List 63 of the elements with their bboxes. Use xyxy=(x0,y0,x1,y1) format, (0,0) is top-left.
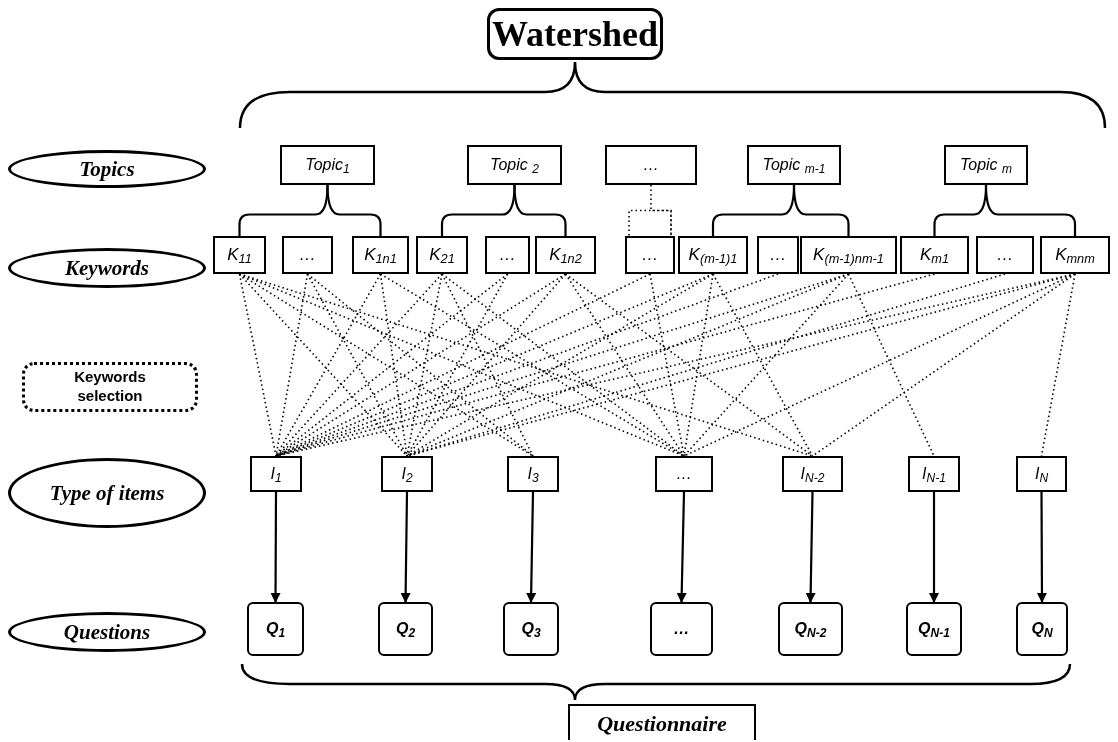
question-box: Q$_{N}$ xyxy=(1016,602,1068,656)
question-box: … xyxy=(650,602,713,656)
keyword-box: … xyxy=(757,236,799,274)
item-box: I$_{2}$ xyxy=(381,456,433,492)
bracket-connector xyxy=(984,185,1077,236)
question-box: Q$_{N-1}$ xyxy=(906,602,962,656)
dotted-connector xyxy=(564,273,814,457)
topic-box: Topic $_{m-1}$ xyxy=(747,145,841,185)
item-box: I$_{1}$ xyxy=(250,456,302,492)
arrow xyxy=(1036,492,1047,603)
category-ellipse: Questions xyxy=(8,612,206,652)
arrow xyxy=(400,492,411,603)
arrow xyxy=(929,492,939,603)
dotted-connector xyxy=(238,273,277,457)
keyword-box: K$_{1n1}$ xyxy=(352,236,409,274)
keyword-box: K$_{m1}$ xyxy=(900,236,969,274)
item-box: I$_{3}$ xyxy=(507,456,559,492)
title-box: Watershed xyxy=(487,8,663,60)
keyword-box: K$_{11}$ xyxy=(213,236,266,274)
keyword-box: … xyxy=(625,236,675,274)
dotted-connector xyxy=(406,273,509,457)
question-box: Q$_{2}$ xyxy=(378,602,433,656)
bracket-connector xyxy=(326,185,382,236)
dotted-connector xyxy=(649,273,685,457)
keyword-box: … xyxy=(282,236,333,274)
dotted-connector xyxy=(379,273,685,457)
dotted-connector xyxy=(441,273,534,457)
bracket-connector xyxy=(513,185,567,236)
item-box: I$_{N}$ xyxy=(1016,456,1067,492)
dotted-connector xyxy=(379,273,408,457)
keyword-box: K$_{1n2}$ xyxy=(535,236,596,274)
question-box: Q$_{1}$ xyxy=(247,602,304,656)
keyword-box: K$_{(m-1)1}$ xyxy=(678,236,748,274)
question-box: Q$_{N-2}$ xyxy=(778,602,843,656)
category-ellipse: Type of items xyxy=(8,458,206,528)
dotted-connector xyxy=(1040,273,1076,457)
dotted-connector xyxy=(275,273,382,457)
item-box: I$_{N-1}$ xyxy=(908,456,960,492)
questionnaire-banner: Questionnaire xyxy=(568,704,756,740)
dotted-connector xyxy=(847,273,935,457)
category-ellipse: Keywords xyxy=(8,248,206,288)
arrow xyxy=(805,492,816,603)
dotted-connector xyxy=(683,273,850,457)
topic-box: Topic $_{2}$ xyxy=(467,145,562,185)
arrow xyxy=(676,491,687,603)
bracket-connector xyxy=(792,185,850,236)
keyword-box: K$_{21}$ xyxy=(416,236,468,274)
item-box: I$_{N-2}$ xyxy=(782,456,843,492)
item-box: … xyxy=(655,456,713,492)
dotted-connector xyxy=(306,273,534,457)
category-box: Keywords selection xyxy=(22,362,198,412)
topic-box: Topic$_{1}$ xyxy=(280,145,375,185)
category-ellipse: Topics xyxy=(8,150,206,188)
arrow xyxy=(270,492,281,603)
arrow xyxy=(526,492,537,603)
topic-box: Topic $_{m}$ xyxy=(944,145,1028,185)
keyword-box: … xyxy=(485,236,530,274)
dotted-connector xyxy=(275,273,443,457)
question-box: Q$_{3}$ xyxy=(503,602,559,656)
dotted-connector xyxy=(406,273,567,457)
keyword-box: … xyxy=(976,236,1034,274)
dotted-connector xyxy=(628,184,672,237)
topic-box: … xyxy=(605,145,697,185)
